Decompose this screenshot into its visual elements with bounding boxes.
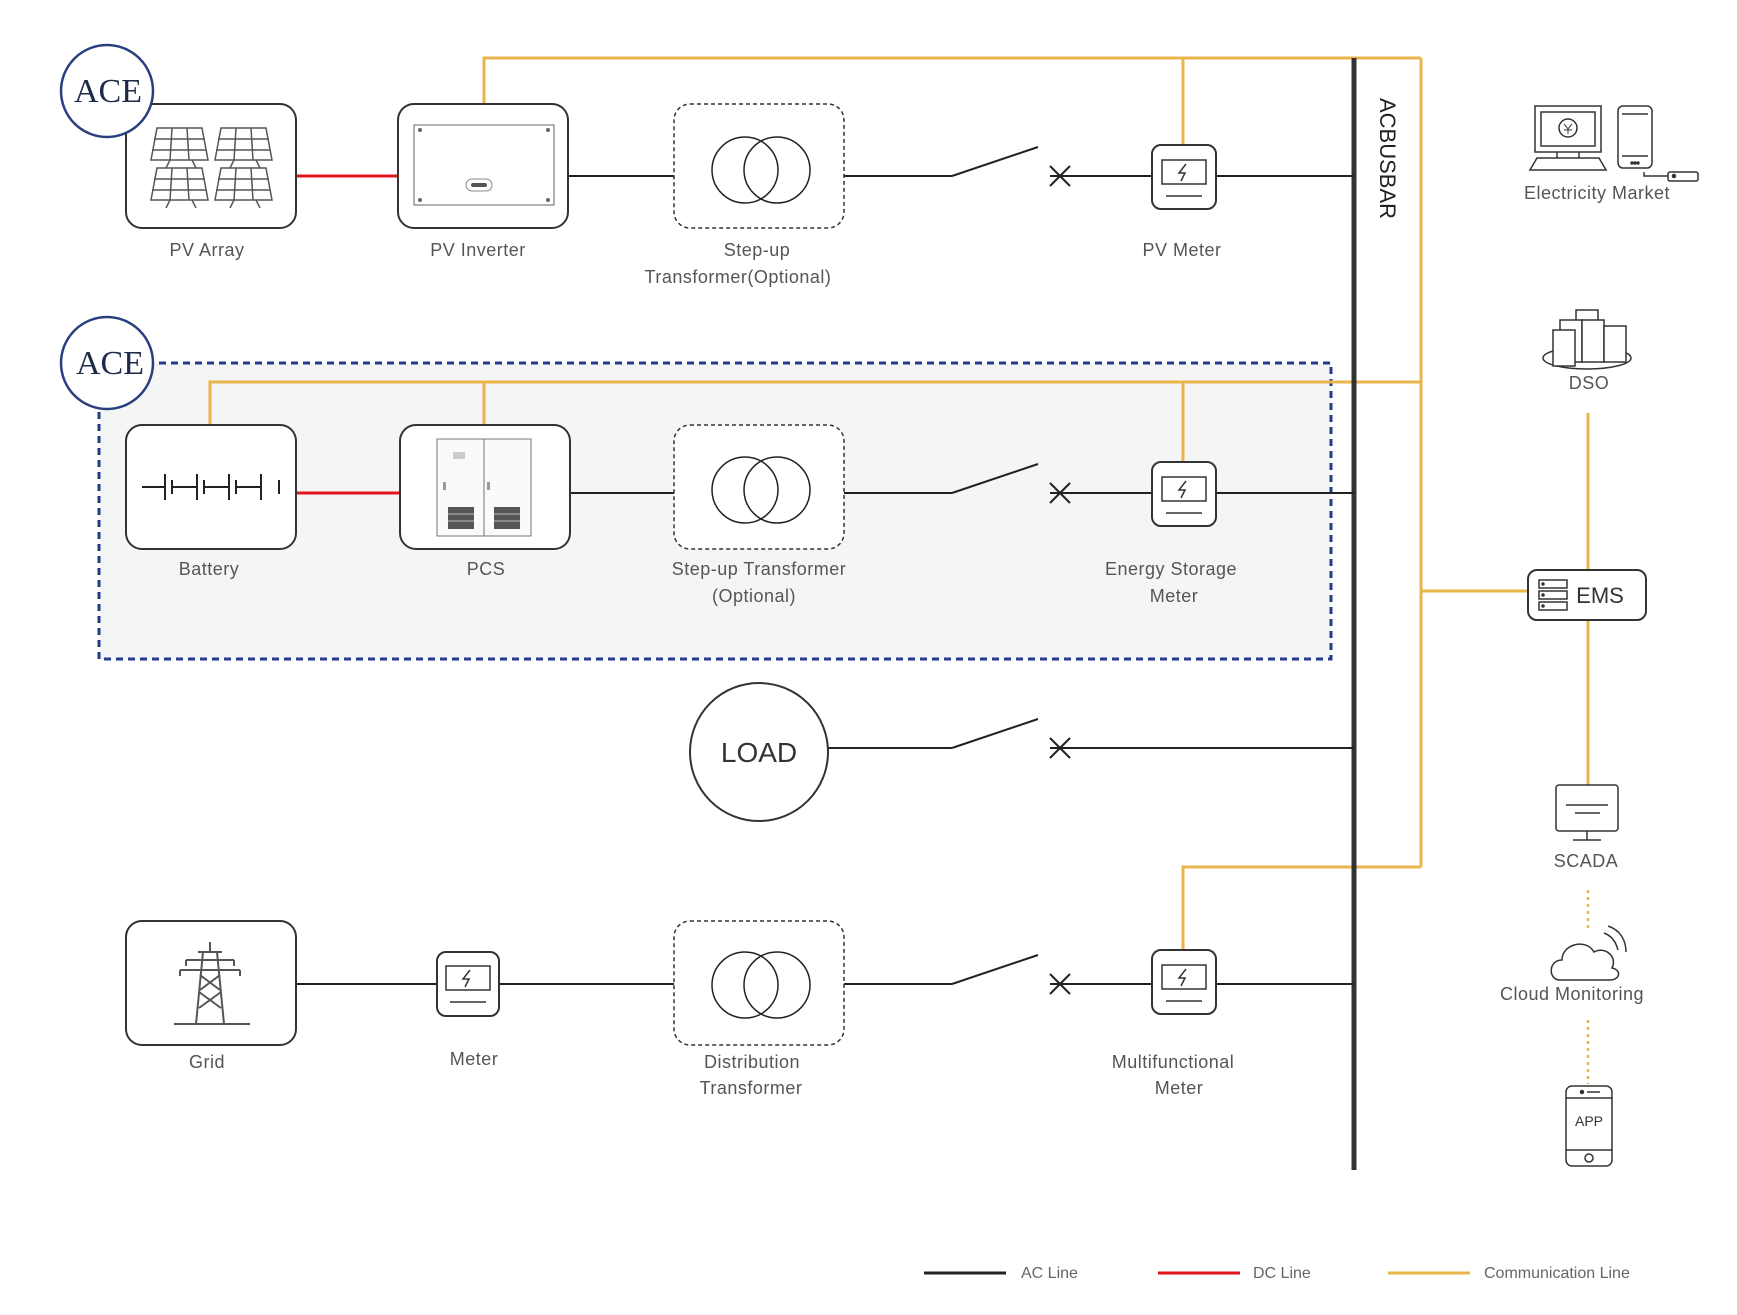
legend: AC Line DC Line Communication Line [924,1265,1630,1282]
electricity-market-label: Electricity Market [1524,183,1670,203]
pv-breaker-x [1049,165,1071,187]
dso-label: DSO [1569,373,1610,393]
solar-panel-icon [150,127,273,209]
storage-meter-label-2: Meter [1150,586,1199,606]
grid: Grid [125,920,297,1072]
computer-phone-icon [1528,105,1699,182]
pcs-cabinet-icon [436,438,532,537]
grid-breaker-x [1049,973,1071,995]
dc-lines [296,174,400,495]
meter-icon [1161,476,1207,514]
distribution-transformer-label-1: Distribution [704,1052,800,1072]
ace-logo-pv: ACE [59,43,155,139]
transformer-icon [711,136,811,204]
meter-icon [1161,159,1207,197]
pv-transformer-label-1: Step-up [724,240,791,260]
multifunctional-meter: Multifunctional Meter [1112,949,1235,1098]
ace-logo-pv-text: ACE [74,73,142,110]
ac-lines [296,146,1354,985]
pv-array: PV Array [125,103,297,260]
grid-meter-label: Meter [450,1049,499,1069]
pv-inverter-label: PV Inverter [430,240,526,260]
ace-logo-storage-text: ACE [76,345,144,382]
electricity-market: Electricity Market [1524,105,1699,203]
meter-icon [445,965,491,1003]
pv-array-label: PV Array [169,240,244,260]
ems-label: EMS [1576,583,1624,608]
dso: DSO [1542,309,1632,393]
monitor-icon [1555,784,1619,841]
multifunctional-meter-label-2: Meter [1155,1078,1204,1098]
battery-label: Battery [179,559,240,579]
distribution-transformer-label-2: Transformer [700,1078,803,1098]
ace-logo-storage: ACE [59,315,155,411]
grid-label: Grid [189,1052,225,1072]
ems: EMS [1527,569,1647,621]
storage-meter-label-1: Energy Storage [1105,559,1237,579]
scada: SCADA [1554,784,1619,871]
pcs-label: PCS [467,559,506,579]
load-breaker-x [1049,737,1071,759]
app-label: APP [1575,1113,1603,1129]
transformer-icon [711,951,811,1019]
phone-icon [1565,1085,1613,1167]
storage-step-up-transformer: Step-up Transformer (Optional) [672,424,847,606]
multifunctional-meter-label-1: Multifunctional [1112,1052,1235,1072]
communication-lines [208,56,1590,1084]
storage-transformer-label-2: (Optional) [712,586,796,606]
pv-step-up-transformer: Step-up Transformer(Optional) [645,103,845,287]
battery-icon [142,474,280,500]
cloud-monitoring-label: Cloud Monitoring [1500,984,1644,1004]
distribution-transformer: Distribution Transformer [673,920,845,1098]
legend-dc-label: DC Line [1253,1265,1311,1282]
server-rack-icon [1538,579,1568,611]
pv-meter: PV Meter [1142,144,1221,260]
app: APP [1565,1085,1613,1167]
legend-comm-label: Communication Line [1484,1265,1630,1282]
server-cluster-icon [1542,309,1632,370]
pv-meter-label: PV Meter [1142,240,1221,260]
busbar-label: ACBUSBAR [1375,98,1400,219]
cloud-monitoring: Cloud Monitoring [1500,925,1644,1004]
pv-transformer-label-2: Transformer(Optional) [645,267,832,287]
storage-transformer-label-1: Step-up Transformer [672,559,847,579]
energy-storage-meter: Energy Storage Meter [1105,461,1237,606]
pcs: PCS [399,424,571,579]
inverter-icon [413,124,555,206]
meter-icon [1161,964,1207,1002]
cloud-icon [1550,925,1627,981]
load-label: LOAD [721,737,797,768]
grid-meter: Meter [436,951,500,1069]
load: LOAD [689,682,829,822]
power-tower-icon [174,942,250,1025]
storage-breaker-x [1049,482,1071,504]
breaker-marks [1049,165,1071,995]
pv-inverter: PV Inverter [397,103,569,260]
scada-label: SCADA [1554,851,1619,871]
battery: Battery [125,424,297,579]
legend-ac-label: AC Line [1021,1265,1078,1282]
transformer-icon [711,456,811,524]
